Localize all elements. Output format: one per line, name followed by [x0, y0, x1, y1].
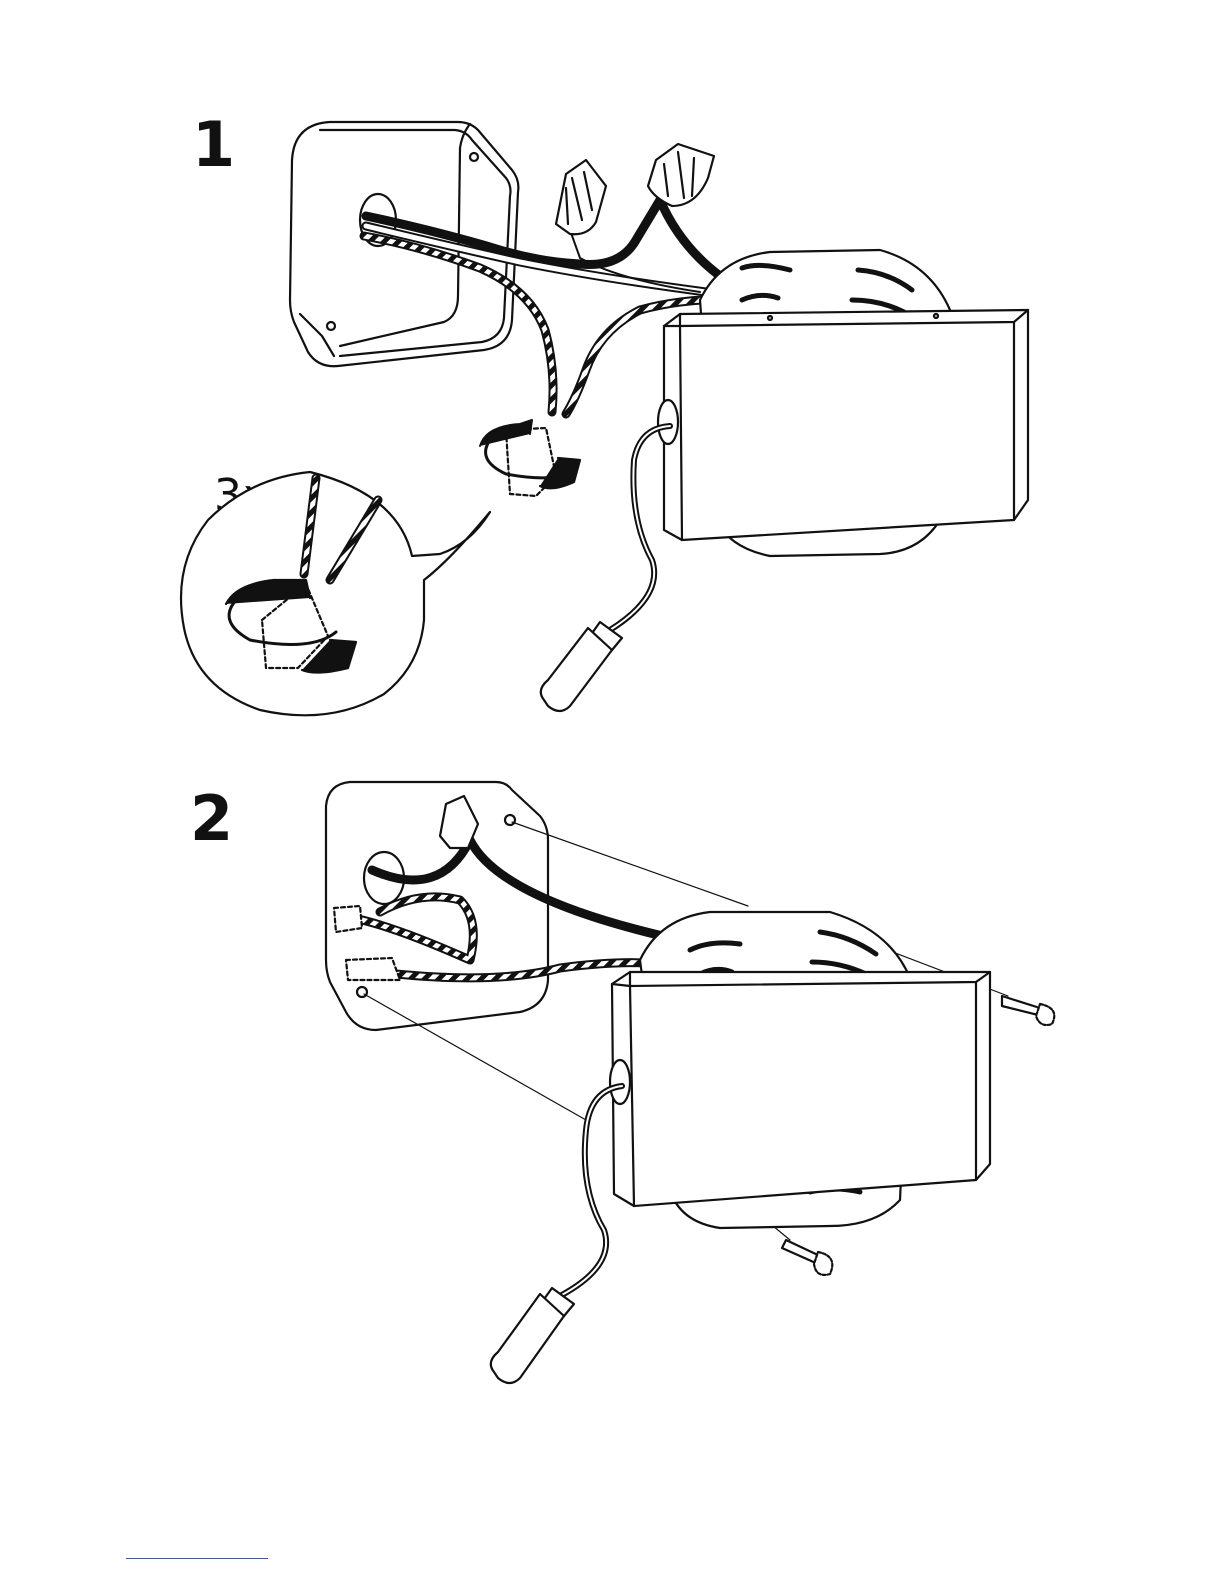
screw-icon: [1002, 996, 1054, 1025]
screw-icon: [782, 1240, 832, 1275]
wire-nut-icon: [648, 144, 714, 206]
step1-scene: [181, 122, 1028, 715]
step2-scene: [326, 782, 1054, 1383]
footer-rule: [126, 1558, 268, 1559]
detail-magnifier: [181, 472, 490, 715]
power-cord-plug-icon: [491, 1086, 622, 1383]
wire-nut-icon: [346, 958, 400, 980]
transformer-box-icon: [658, 310, 1028, 540]
wire-nut-icon: [334, 906, 362, 932]
wire-nut-icon: [556, 160, 606, 234]
rotate-arrow-icon: [480, 420, 580, 496]
transformer-box-icon: [610, 972, 990, 1206]
